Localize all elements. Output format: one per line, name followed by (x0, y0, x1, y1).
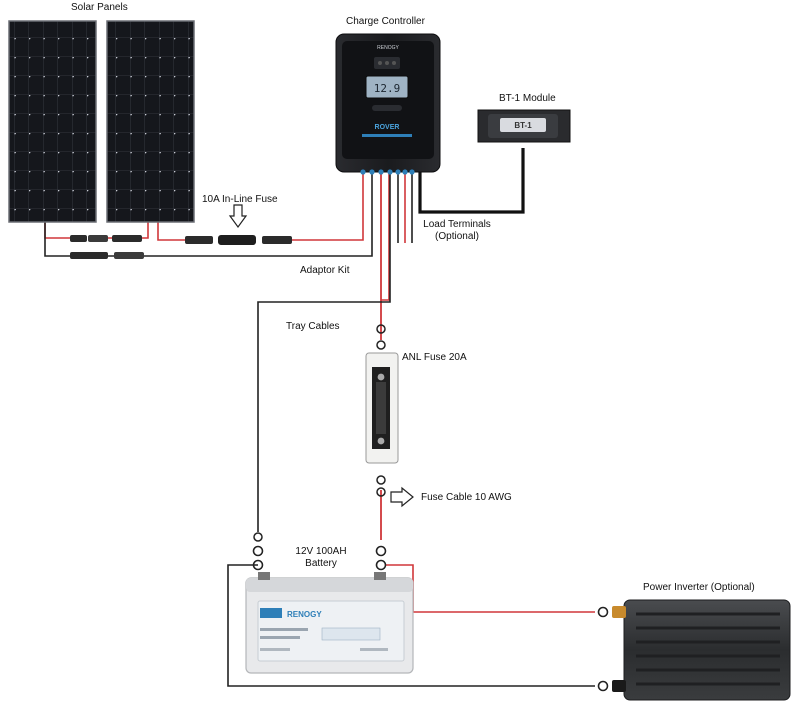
mc4-connectors (70, 235, 292, 259)
inverter-positive-wire (386, 564, 595, 613)
adaptor-kit-label: Adaptor Kit (300, 265, 350, 276)
ring-terminal (252, 545, 264, 557)
mc4-connector (114, 252, 144, 259)
mc4-connector (70, 235, 87, 242)
ring-terminal (375, 545, 387, 557)
tray-cables-label: Tray Cables (286, 321, 340, 332)
inline-fuse-arrow-icon (228, 204, 248, 229)
battery-label-line1: 12V 100AH (295, 546, 347, 557)
panel-link-positive-wire (44, 222, 70, 239)
load-terminals-label: Load Terminals (Optional) (418, 219, 496, 243)
ring-terminal (252, 559, 264, 571)
mc4-connector (70, 252, 108, 259)
controller-display (365, 75, 409, 99)
bt-module-label: BT-1 Module (499, 93, 556, 104)
pv-negative-wire (160, 172, 373, 257)
terminal-screw (369, 169, 375, 175)
ring-terminals (252, 324, 609, 692)
terminal-screw (395, 169, 401, 175)
bt-1-module (477, 109, 571, 143)
ring-terminal (376, 340, 386, 350)
inverter-negative-wire (227, 564, 595, 687)
ring-terminal (597, 680, 609, 692)
power-inverter (612, 599, 791, 701)
battery-label-line2: Battery (305, 558, 337, 569)
charge-controller-label: Charge Controller (346, 16, 425, 27)
bt-label-text: BT-1 (514, 121, 532, 130)
fuse-cable-label: Fuse Cable 10 AWG (421, 492, 512, 503)
terminal-screw (409, 169, 415, 175)
controller-model-text: ROVER (375, 124, 400, 131)
inverter-positive-terminal (612, 606, 626, 618)
terminal-screw (402, 169, 408, 175)
ring-terminal (253, 532, 263, 542)
controller-terminal-block (360, 169, 415, 175)
solar-panels (8, 20, 195, 223)
solar-panel-1 (8, 20, 97, 223)
mc4-connector (262, 236, 292, 244)
ring-terminal (376, 324, 386, 334)
fuse-cable-arrow-icon (390, 486, 414, 508)
pv-positive-wire (292, 172, 364, 241)
anl-fuse-label: ANL Fuse 20A (402, 352, 467, 363)
mc4-connector (112, 235, 142, 242)
power-inverter-label: Power Inverter (Optional) (643, 582, 755, 593)
ring-terminal (375, 559, 387, 571)
battery (245, 572, 414, 674)
wires (44, 148, 595, 687)
terminal-screw (378, 169, 384, 175)
ring-terminal (597, 606, 609, 618)
battery-negative-wire (257, 172, 391, 532)
terminal-screw (387, 169, 393, 175)
terminal-screw (360, 169, 366, 175)
mc4-connector (185, 236, 213, 244)
battery-brand-text: RENOGY (287, 610, 322, 619)
battery-positive-wire-2 (381, 172, 390, 301)
solar-panel-2 (106, 20, 195, 223)
load-terminals-label-line1: Load Terminals (423, 219, 491, 230)
mc4-connector (88, 235, 108, 242)
solar-panels-label: Solar Panels (71, 2, 128, 13)
charge-controller (335, 33, 441, 175)
bt-cable (418, 148, 525, 214)
load-terminals-label-line2: (Optional) (435, 231, 479, 242)
battery-label: 12V 100AH Battery (286, 546, 356, 570)
controller-accent-stripe (362, 134, 412, 137)
inverter-negative-terminal (612, 680, 626, 692)
anl-fuse (365, 352, 399, 464)
ring-terminal (376, 475, 386, 485)
bt-label-plate (500, 118, 546, 132)
panel-to-fuse-wire (157, 222, 185, 241)
controller-brand-text: RENOGY (377, 45, 399, 51)
controller-display-text: 12.9 (374, 82, 401, 95)
inline-fuse-label: 10A In-Line Fuse (202, 194, 278, 205)
ring-terminal (376, 487, 386, 497)
inline-fuse-holder (218, 235, 256, 245)
